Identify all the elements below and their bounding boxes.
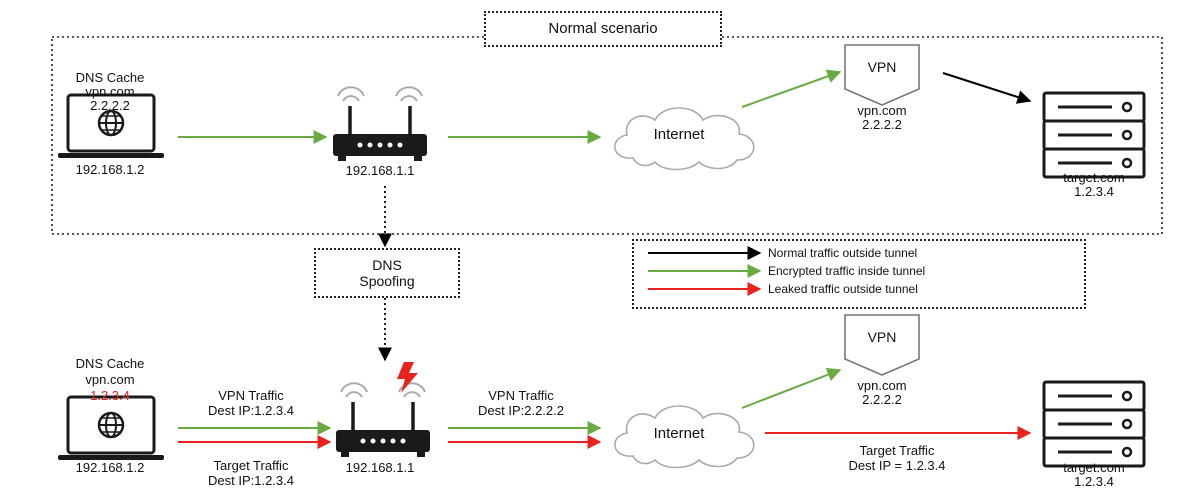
- arrow-internet-to-vpn: [741, 69, 842, 108]
- server-host: target.com: [1063, 170, 1125, 185]
- internet-label: Internet: [653, 126, 705, 143]
- server-host: target.com: [1063, 460, 1125, 475]
- normal-scenario-title-box: Normal scenario: [484, 11, 722, 47]
- dns-spoofing-line1: DNS: [372, 257, 402, 273]
- arrow-vpn-to-server: [942, 72, 1032, 104]
- legend-label-encrypted: Encrypted traffic inside tunnel: [768, 264, 926, 278]
- router-ip: 192.168.1.1: [345, 163, 415, 178]
- dns-cache-ip: 2.2.2.2: [90, 98, 130, 113]
- dns-cache-title: DNS Cache: [75, 70, 145, 85]
- vpn-shield-icon: [844, 44, 920, 106]
- normal-scenario-title: Normal scenario: [548, 20, 658, 37]
- arrow-internet-to-vpn-attack: [741, 368, 842, 409]
- server-rack-icon: [1042, 380, 1146, 468]
- vpn-host: vpn.com: [857, 103, 907, 118]
- vpn-host: vpn.com: [857, 378, 907, 393]
- target-traffic-dest: Dest IP = 1.2.3.4: [848, 458, 946, 473]
- target-traffic-label: Target Traffic: [213, 458, 289, 473]
- dns-cache-host: vpn.com: [85, 84, 135, 99]
- laptop-globe-icon: [56, 395, 166, 462]
- internet-label: Internet: [653, 425, 705, 442]
- dns-spoofing-line2: Spoofing: [359, 273, 415, 289]
- vpn-ip: 2.2.2.2: [862, 392, 902, 407]
- normal-scenario-region: [51, 36, 1163, 235]
- vpn-traffic-label: VPN Traffic: [218, 388, 284, 403]
- target-traffic-label: Target Traffic: [859, 443, 935, 458]
- vpn-ip: 2.2.2.2: [862, 117, 902, 132]
- router-ip: 192.168.1.1: [345, 460, 415, 475]
- vpn-label: VPN: [867, 59, 897, 75]
- wifi-router-icon: [334, 381, 432, 459]
- dns-cache-host: vpn.com: [85, 372, 135, 387]
- legend-label-normal: Normal traffic outside tunnel: [768, 246, 918, 260]
- server-ip: 1.2.3.4: [1074, 474, 1114, 489]
- laptop-ip: 192.168.1.2: [75, 162, 145, 177]
- vpn-shield-icon: [844, 314, 920, 376]
- legend-label-leaked: Leaked traffic outside tunnel: [768, 282, 918, 296]
- laptop-ip: 192.168.1.2: [75, 460, 145, 475]
- target-traffic-dest: Dest IP:1.2.3.4: [208, 473, 294, 488]
- lightning-bolt-icon: [397, 362, 418, 393]
- legend: Normal traffic outside tunnel Encrypted …: [632, 239, 1086, 309]
- dns-spoofing-box: DNS Spoofing: [314, 248, 460, 298]
- vpn-traffic-dest: Dest IP:1.2.3.4: [208, 403, 294, 418]
- server-rack-icon: [1042, 91, 1146, 179]
- vpn-label: VPN: [867, 329, 897, 345]
- vpn-traffic-dest: Dest IP:2.2.2.2: [478, 403, 564, 418]
- server-ip: 1.2.3.4: [1074, 184, 1114, 199]
- wifi-router-icon: [331, 85, 429, 163]
- dns-cache-title: DNS Cache: [75, 356, 145, 371]
- vpn-traffic-label: VPN Traffic: [488, 388, 554, 403]
- dns-cache-ip-spoofed: 1.2.3.4: [90, 388, 130, 403]
